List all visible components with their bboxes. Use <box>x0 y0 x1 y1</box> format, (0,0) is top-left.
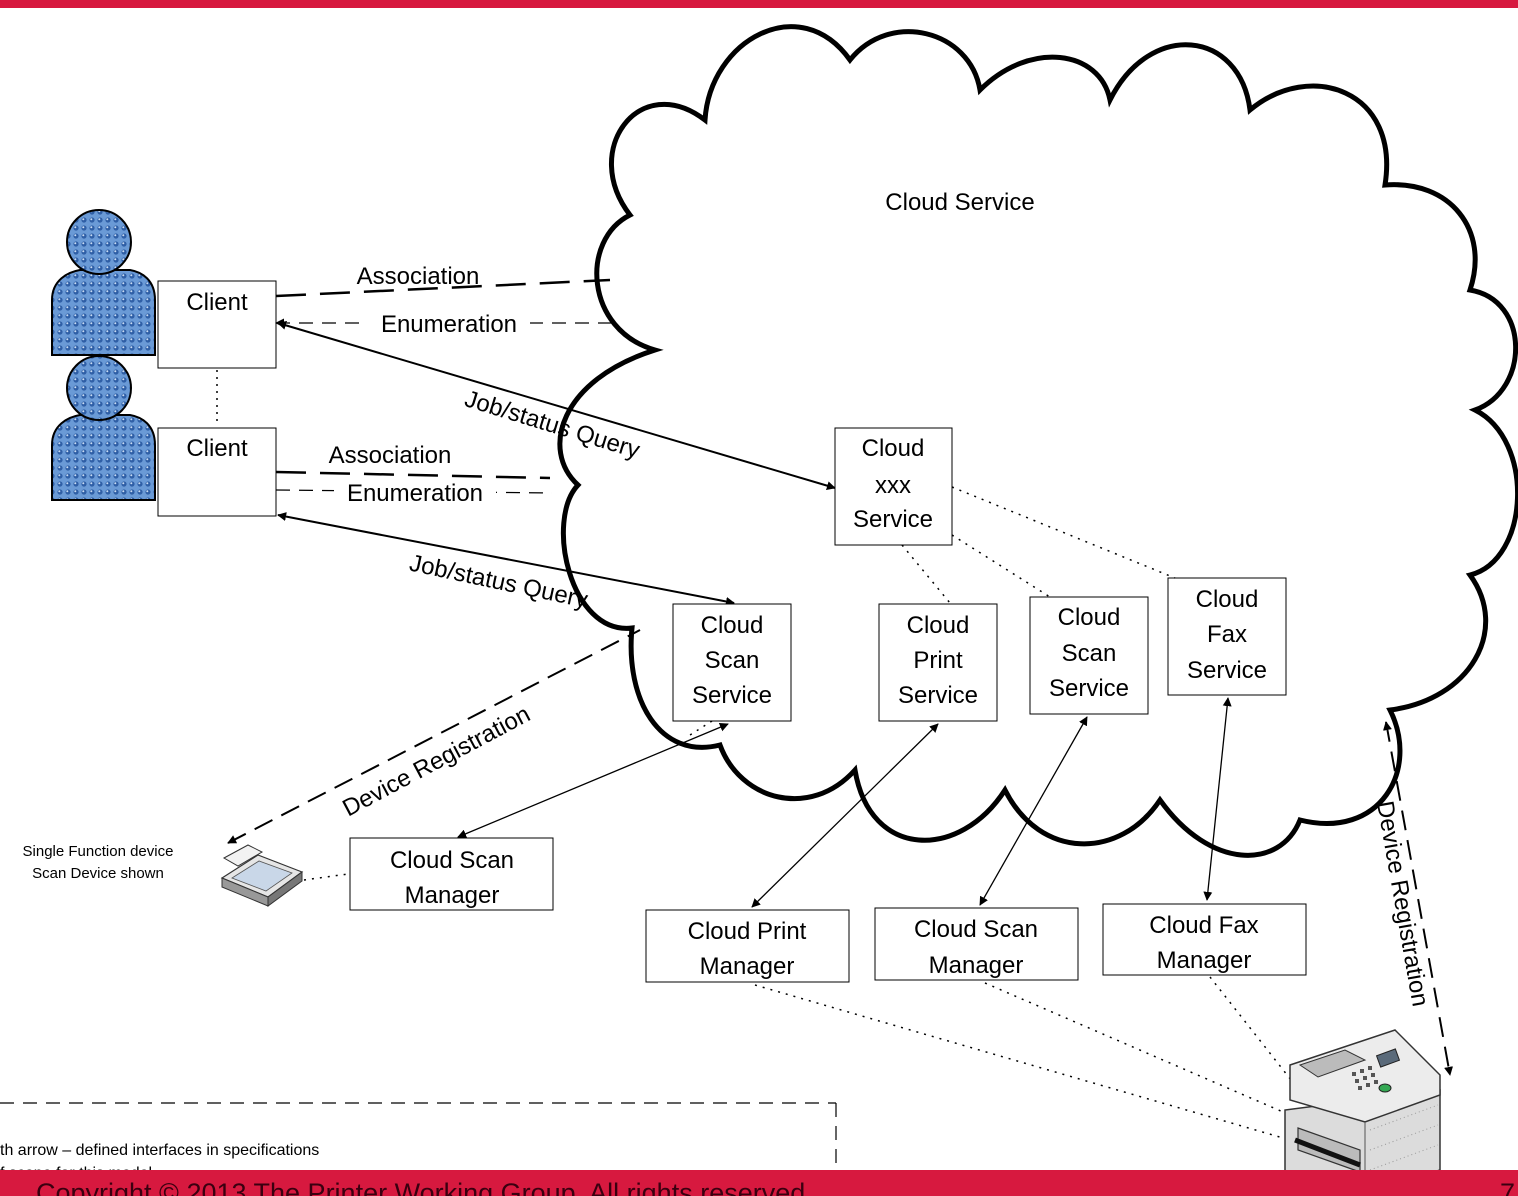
service-label-line: Service <box>692 682 772 709</box>
manager-label-line: Cloud Scan <box>914 916 1038 943</box>
service-label-line: Service <box>898 682 978 709</box>
job-status-query-arrow <box>277 320 836 491</box>
service-label-line: Service <box>853 506 933 533</box>
service-label-line: Cloud <box>1058 604 1121 631</box>
cloud-fax-manager-box: Cloud Fax Manager <box>1102 903 1307 976</box>
user-icon <box>51 209 156 356</box>
client-label: Client <box>186 289 248 316</box>
cloud-print-service-box: Cloud Print Service <box>878 603 998 722</box>
cloud-scan-service-box: Cloud Scan Service <box>1029 596 1149 715</box>
cloud-scan-service-box: Cloud Scan Service <box>672 603 792 722</box>
device-registration-line <box>227 629 641 844</box>
cloud-fax-service-box: Cloud Fax Service <box>1167 577 1287 696</box>
manager-label-line: Manager <box>700 953 795 980</box>
footer-page-number: 7 <box>1500 1178 1515 1196</box>
service-label-line: Print <box>913 647 963 674</box>
legend-line-1: th arrow – defined interfaces in specifi… <box>0 1142 319 1159</box>
service-label-line: Scan <box>1062 640 1117 667</box>
cloud-xxx-service-box: Cloud xxx Service <box>834 427 953 546</box>
footer-bar <box>0 1170 1518 1196</box>
service-label-line: Cloud <box>1196 586 1259 613</box>
job-status-query-arrow <box>277 512 735 606</box>
footer-copyright: Copyright © 2013 The Printer Working Gro… <box>36 1178 813 1196</box>
manager-label-line: Cloud Scan <box>390 847 514 874</box>
multifunction-printer-icon <box>1284 1029 1441 1196</box>
manager-service-arrows <box>457 697 1232 908</box>
device-registration-label: Device Registration <box>1371 799 1434 1009</box>
client-box: Client <box>157 427 277 517</box>
device-caption: Single Function device <box>23 843 174 860</box>
device-caption: Scan Device shown <box>32 865 164 882</box>
scanner-link-dotted <box>303 873 349 881</box>
enumeration-label: Enumeration <box>381 311 517 338</box>
service-label-line: Service <box>1187 657 1267 684</box>
manager-label-line: Manager <box>1157 947 1252 974</box>
association-line <box>275 470 551 480</box>
client-label: Client <box>186 435 248 462</box>
client-box: Client <box>157 280 277 369</box>
manager-label-line: Manager <box>929 952 1024 979</box>
cloud-print-manager-box: Cloud Print Manager <box>645 909 850 983</box>
service-label-line: Fax <box>1207 621 1247 648</box>
manager-label-line: Manager <box>405 882 500 909</box>
service-label-line: xxx <box>875 472 911 499</box>
association-label: Association <box>357 263 480 290</box>
cloud-shape <box>557 24 1518 858</box>
cloud-scan-manager-box: Cloud Scan Manager <box>349 837 554 911</box>
service-label-line: Scan <box>705 647 760 674</box>
cloud-scan-manager-box: Cloud Scan Manager <box>874 907 1079 981</box>
service-label-line: Cloud <box>862 435 925 462</box>
service-label-line: Cloud <box>701 612 764 639</box>
manager-device-dotted-links <box>754 976 1296 1141</box>
service-label-line: Service <box>1049 675 1129 702</box>
top-accent-bar <box>0 0 1518 8</box>
device-registration-label: Device Registration <box>338 701 534 823</box>
association-line <box>275 278 611 298</box>
manager-label-line: Cloud Fax <box>1149 912 1258 939</box>
service-label-line: Cloud <box>907 612 970 639</box>
user-icon <box>51 355 156 501</box>
association-label: Association <box>329 442 452 469</box>
job-status-query-label: Job/status Query <box>407 550 590 614</box>
enumeration-label: Enumeration <box>347 480 483 507</box>
cloud-service-label: Cloud Service <box>885 189 1034 216</box>
manager-label-line: Cloud Print <box>688 918 807 945</box>
xxx-service-dotted-links <box>689 486 1176 736</box>
scanner-device-icon <box>220 844 304 907</box>
